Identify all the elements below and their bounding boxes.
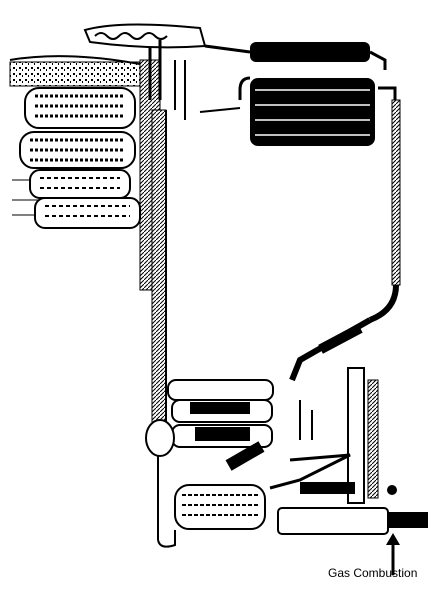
gas-heat-exchanger xyxy=(151,60,186,431)
absorber xyxy=(145,379,274,540)
rectifier-pipe xyxy=(289,99,401,382)
evaporator-coils xyxy=(19,87,141,229)
lower-coil xyxy=(157,441,266,548)
generator-assembly xyxy=(269,367,428,535)
gas-combustion-caption: Gas Combustion xyxy=(328,566,418,580)
condenser-main xyxy=(199,76,397,146)
condenser-top xyxy=(204,42,387,70)
gas-arrow xyxy=(386,533,400,575)
